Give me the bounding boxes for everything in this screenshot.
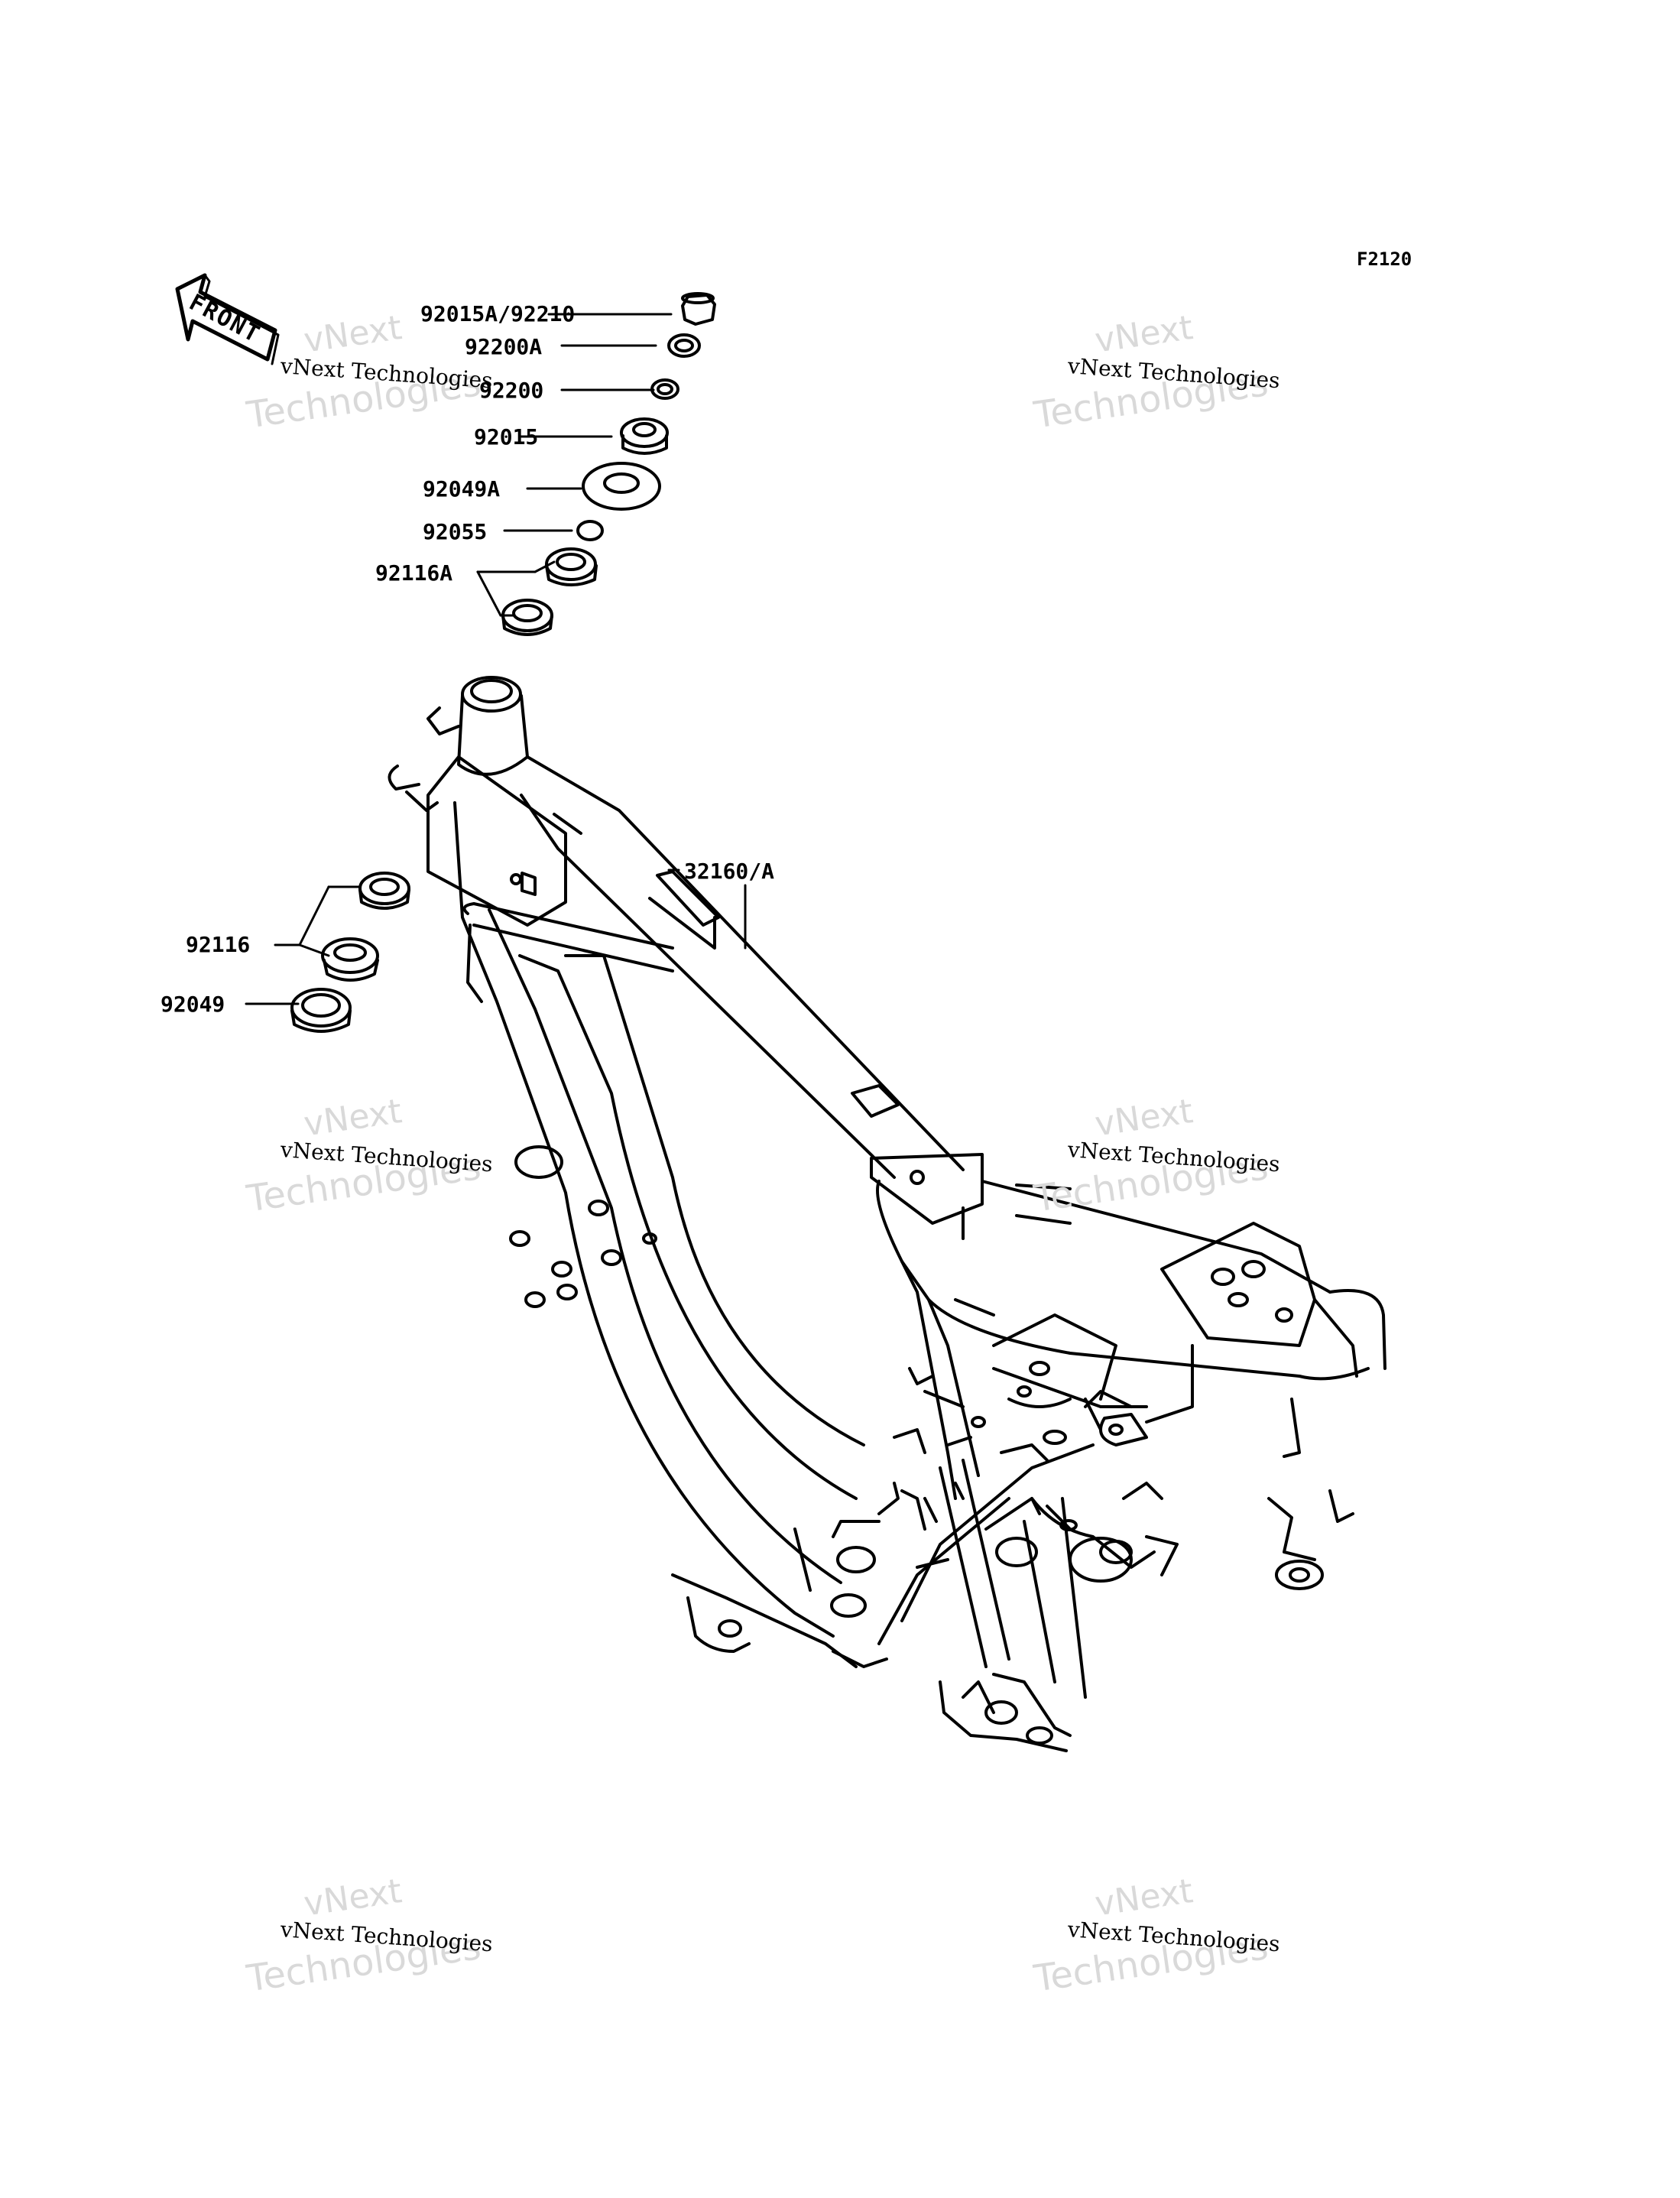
part-label-92049a: 92049A xyxy=(423,476,501,502)
figure-code: F2120 xyxy=(1357,248,1412,270)
part-label-92200a: 92200A xyxy=(465,334,543,359)
frame-body xyxy=(388,676,1386,1752)
part-label-92116: 92116 xyxy=(186,932,251,957)
part-label-92116a: 92116A xyxy=(375,560,453,586)
part-label-92015: 92015 xyxy=(474,424,539,450)
part-label-32160-a: 32160/A xyxy=(684,859,775,884)
part-label-92049: 92049 xyxy=(161,992,225,1017)
front-arrow-icon xyxy=(175,273,280,365)
part-label-92015a-92210: 92015A/92210 xyxy=(420,301,576,326)
part-label-92200: 92200 xyxy=(479,378,544,403)
part-label-92055: 92055 xyxy=(423,519,488,544)
lower-bearing-parts xyxy=(290,872,410,1033)
steering-head-parts xyxy=(501,292,716,636)
